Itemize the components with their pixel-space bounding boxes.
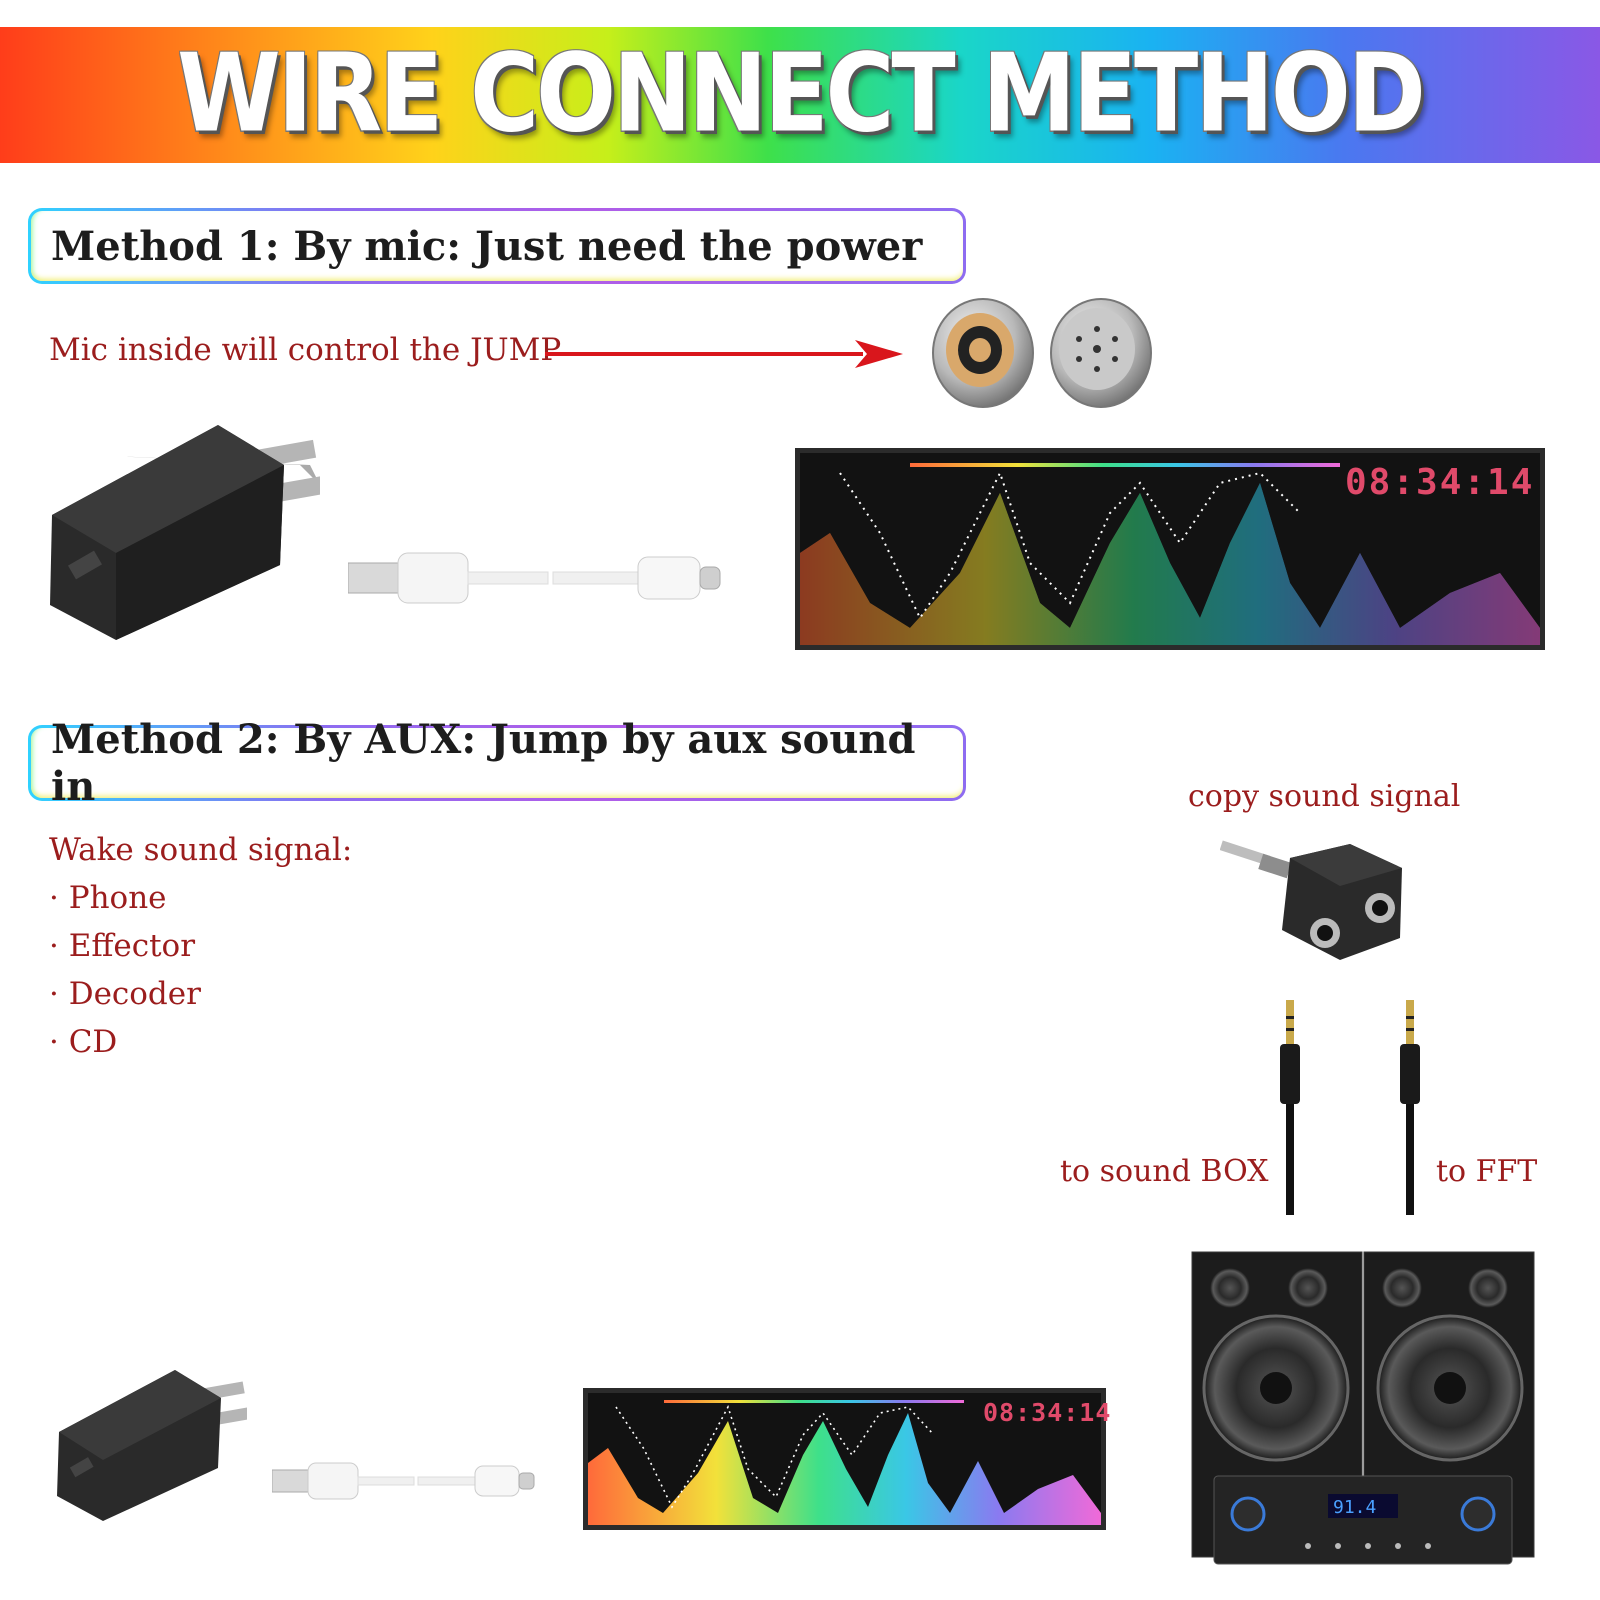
led-panel	[795, 448, 1545, 650]
aux-cable-icon	[1280, 1000, 1420, 1215]
splitter-label: copy sound signal	[1188, 779, 1461, 814]
wake-label: Wake sound signal:	[49, 832, 353, 868]
page-title: WIRE CONNECT METHOD	[177, 31, 1426, 158]
power-adapter-icon	[50, 425, 320, 640]
mic-capsule-icon	[932, 298, 1152, 408]
method-1-box: Method 1: By mic: Just need the power	[28, 208, 966, 284]
led-panel	[583, 1388, 1106, 1530]
mic-note: Mic inside will control the JUMP	[49, 332, 562, 368]
source-cd: · CD	[49, 1024, 118, 1060]
header-banner	[0, 27, 1600, 163]
source-decoder: · Decoder	[49, 976, 201, 1012]
source-phone: · Phone	[49, 880, 167, 916]
led-clock: 08:34:14	[983, 1398, 1112, 1427]
arrow-icon	[545, 340, 903, 368]
amp-display: 91.4	[1333, 1497, 1377, 1518]
speaker-system-icon	[1191, 1251, 1535, 1565]
method-2-box: Method 2: By AUX: Jump by aux sound in	[28, 716, 966, 810]
source-effector: · Effector	[49, 928, 196, 964]
to-sound-box-label: to sound BOX	[1060, 1154, 1269, 1189]
usb-cable-icon	[272, 1462, 535, 1500]
method-1-title: Method 1: By mic: Just need the power	[31, 211, 963, 281]
led-clock: 08:34:14	[1345, 462, 1535, 503]
power-adapter-icon	[57, 1370, 247, 1521]
method-2-title: Method 2: By AUX: Jump by aux sound in	[31, 716, 963, 810]
to-fft-label: to FFT	[1436, 1154, 1538, 1189]
usb-cable-icon	[348, 552, 721, 604]
audio-splitter-icon	[1220, 840, 1402, 960]
